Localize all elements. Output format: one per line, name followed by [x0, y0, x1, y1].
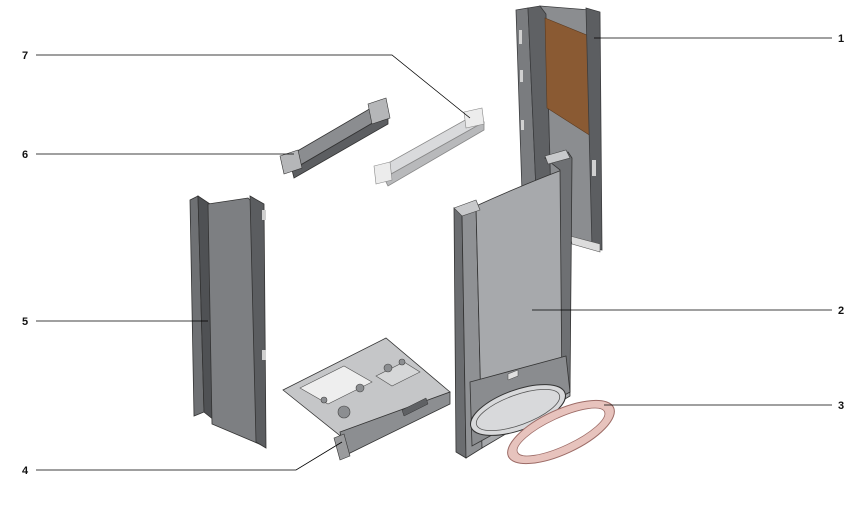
callout-7: 7 [22, 50, 28, 62]
callout-2: 2 [838, 305, 844, 317]
leader-line-7 [36, 54, 471, 119]
part-3-gasket [507, 399, 615, 465]
callout-1: 1 [838, 33, 844, 45]
callout-5: 5 [22, 316, 28, 328]
part-7-light-rail [373, 107, 485, 187]
leader-lines [36, 37, 832, 471]
callout-labels: 1 2 3 4 5 6 7 [22, 33, 844, 477]
part-5-side-panel [189, 195, 267, 449]
callout-3: 3 [838, 400, 844, 412]
part-2-front-panel [453, 149, 573, 459]
part-4-base-plate [282, 337, 451, 461]
callout-6: 6 [22, 149, 28, 161]
part-6-dark-rail [279, 97, 391, 179]
callout-4: 4 [22, 465, 29, 477]
leader-line-4 [36, 441, 343, 471]
